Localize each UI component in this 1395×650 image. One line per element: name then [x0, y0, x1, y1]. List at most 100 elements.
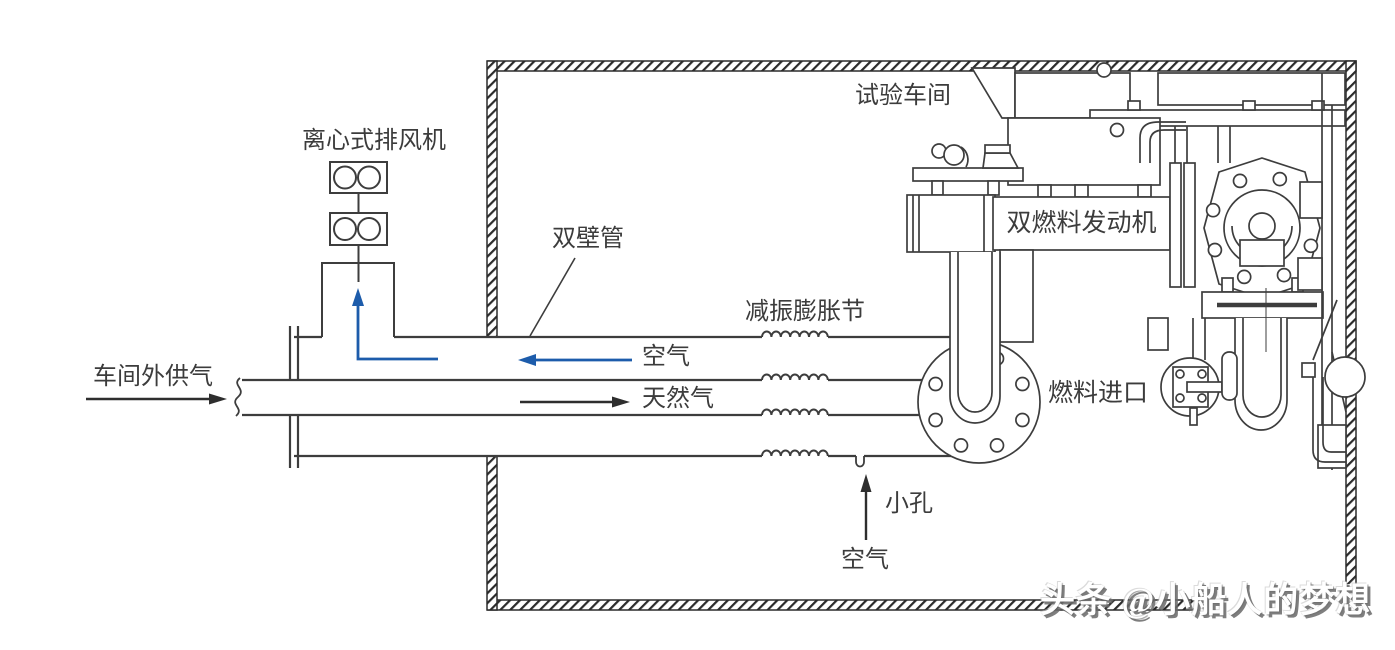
right-frame: [1297, 73, 1366, 470]
frame-block: [1297, 257, 1323, 291]
small-bracket-top: [984, 144, 1011, 154]
bellows: [761, 330, 829, 338]
hub: [1248, 212, 1276, 240]
valve-cover: [1007, 117, 1161, 186]
air-up-arrowhead: [352, 288, 364, 306]
wall-penetration: [1324, 356, 1366, 398]
workshop-walls: [486, 60, 1357, 611]
hub-collar: [1239, 239, 1285, 267]
expansion-joints: [761, 330, 829, 457]
foot: [1037, 184, 1052, 198]
aux-bar: [1186, 381, 1223, 393]
aux-stem: [1189, 407, 1198, 426]
bolt: [1175, 393, 1185, 403]
flange-bolt: [989, 438, 1005, 453]
double-wall-pipe-leader: [529, 257, 576, 337]
wall-left-upper: [486, 60, 498, 338]
engine-column: [999, 249, 1034, 343]
wall-right: [1345, 60, 1357, 611]
foot: [1137, 184, 1152, 198]
bellows: [761, 449, 829, 457]
dual-fuel-engine-drawing: [906, 62, 1366, 470]
air-flow-arrows: [352, 288, 632, 366]
support: [987, 180, 1000, 196]
label-air-bottom: 空气: [841, 547, 889, 573]
pipe-end-flange: [288, 326, 300, 468]
bent-pipe: [1149, 129, 1186, 163]
bellows: [761, 373, 829, 381]
watermark: 头条 @小船人的梦想: [1040, 581, 1372, 620]
bolt: [1303, 238, 1319, 254]
fan-impeller: [333, 165, 357, 190]
wall-left-lower: [486, 455, 498, 611]
support: [931, 180, 944, 196]
label-exhaust-fan: 离心式排风机: [302, 128, 446, 154]
bolt: [1272, 171, 1288, 187]
aux-flange: [1160, 318, 1223, 426]
clamp-arc: [960, 146, 969, 168]
label-fuel-inlet: 燃料进口: [1048, 380, 1149, 407]
frame-diagonal: [1312, 299, 1338, 361]
frame-block: [1299, 181, 1323, 219]
bolt: [1096, 62, 1112, 78]
fan-impeller: [357, 165, 381, 190]
bolt: [1311, 100, 1325, 111]
flange-bolt: [1015, 376, 1030, 392]
bolt: [1197, 369, 1207, 379]
exhaust-fan: [321, 161, 395, 337]
bolt: [1276, 267, 1292, 283]
label-small-hole: 小孔: [885, 491, 933, 517]
ceiling-bracket: [970, 67, 1016, 119]
supply-arrowhead: [209, 393, 227, 405]
bolt: [1242, 100, 1256, 111]
bolt: [1127, 100, 1141, 111]
down-pipe-outer: [949, 252, 1001, 424]
natural-gas-arrowhead: [612, 396, 630, 408]
bolt-stem: [1221, 277, 1234, 293]
flange-bolt: [928, 376, 943, 392]
flange-bolt: [953, 438, 969, 453]
pipe-bracket: [1221, 351, 1238, 401]
bolt: [1236, 269, 1252, 285]
bellows: [761, 408, 829, 416]
flange-bolt: [928, 412, 943, 428]
bolt: [1205, 202, 1221, 218]
double-wall-pipe: [234, 257, 951, 468]
cooler-cylinder: [906, 194, 996, 253]
label-dual-fuel-engine: 双燃料发动机: [1006, 210, 1157, 237]
small-hole-notch: [855, 456, 865, 468]
label-test-workshop: 试验车间: [855, 83, 951, 109]
air-left-arrowhead: [518, 354, 536, 366]
label-natural-gas: 天然气: [642, 386, 714, 412]
lower-u-pipe-inner: [1242, 318, 1282, 418]
engine-name-band: [992, 196, 1171, 251]
foot: [1074, 184, 1089, 198]
flange-plate: [1183, 162, 1196, 288]
flange-bolt: [1015, 412, 1030, 428]
fan-impeller: [357, 217, 381, 241]
fan-duct: [321, 262, 395, 337]
bolt: [1207, 242, 1223, 258]
left-block: [1147, 317, 1169, 351]
bolt: [1175, 369, 1185, 379]
black-arrows: [86, 393, 872, 540]
wall-top: [487, 60, 1357, 72]
bolt: [1109, 122, 1125, 138]
fuel-inlet-flange: [917, 252, 1041, 464]
watermark-patch: [1195, 584, 1395, 650]
bolt: [1232, 173, 1248, 189]
small-hole-air-arrowhead: [860, 474, 872, 492]
clamp-ring: [943, 144, 965, 166]
lower-u-pipe-outer: [1234, 318, 1288, 431]
flange-plate: [1169, 162, 1182, 288]
label-air-annulus: 空气: [642, 344, 690, 370]
air-up-arrow-line: [356, 302, 438, 361]
label-external-supply: 车间外供气: [93, 364, 213, 390]
flywheel: [1203, 157, 1321, 355]
bolt: [1301, 362, 1316, 378]
corner-pipe: [1322, 377, 1346, 453]
mount-plate: [912, 167, 1024, 182]
corner-pipe: [1312, 377, 1346, 463]
